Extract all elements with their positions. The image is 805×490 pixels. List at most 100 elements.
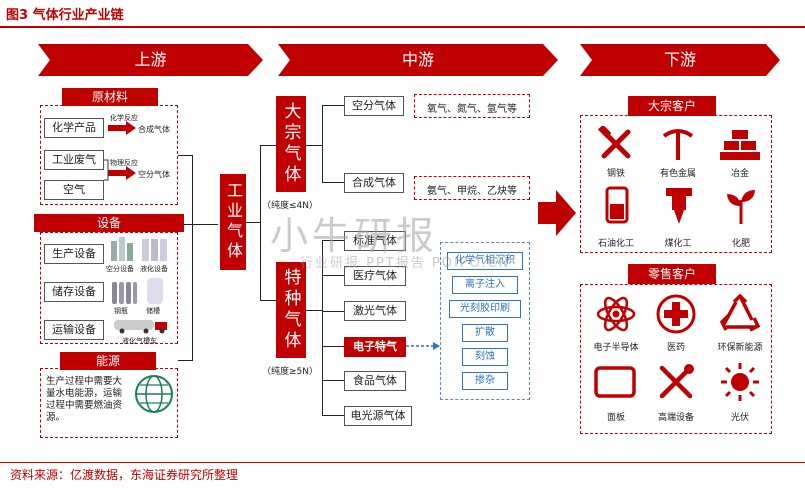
hammer-pick-icon: [598, 126, 631, 159]
beaker-icon: [605, 186, 629, 224]
use-photoresist: 光刻胶印刷: [449, 300, 521, 318]
gold-bars-icon: [720, 130, 760, 160]
connector: [260, 300, 276, 301]
connector: [184, 224, 218, 225]
storage-tank-icon: [147, 278, 163, 304]
special-item-standard: 标准气体: [344, 231, 406, 251]
use-cvd: 化学气相沉积: [447, 252, 523, 270]
equipment-header: 设备: [34, 214, 184, 232]
connector: [246, 222, 260, 223]
recycle-icon: [720, 294, 760, 332]
watermark-sub: 行业研报 PPT报告 POIPO.CN: [300, 256, 511, 271]
use-etching: 刻蚀: [462, 348, 508, 366]
figure-title: 图3 气体行业产业链: [6, 8, 124, 23]
connector: [322, 105, 323, 183]
industrial-gas-node: 工业气体: [220, 174, 246, 270]
watermark: 小牛研报: [270, 214, 439, 258]
raw-item-chemical: 化学产品: [44, 118, 104, 138]
connector: [322, 380, 344, 381]
client-nonferrous: 有色金属: [659, 169, 696, 179]
use-ion-implant: 离子注入: [452, 276, 518, 294]
special-item-food: 食品气体: [344, 371, 406, 391]
energy-frame: [40, 368, 178, 438]
client-metallurgy: 冶金: [730, 169, 749, 179]
plant-sprout-icon: [727, 190, 755, 224]
state-grid-logo-icon: [135, 375, 173, 413]
raw-item-air: 空气: [44, 180, 104, 200]
connector: [260, 145, 261, 301]
bulk-gas-node: 大宗气体: [276, 96, 306, 192]
connector: [322, 240, 344, 241]
use-diffusion: 扩散: [462, 324, 508, 342]
reaction-physical-result: 空分气体: [138, 170, 170, 179]
bulk-example-1: 氧气、氮气、氩气等: [427, 104, 517, 115]
client-photovoltaic: 光伏: [730, 413, 749, 423]
retail-clients-frame: [580, 284, 772, 434]
client-coal-chem: 煤化工: [664, 239, 692, 249]
tablet-panel-icon: [594, 366, 636, 398]
equip-item-transport: 运输设备: [44, 320, 104, 340]
retail-clients-header: 零售客户: [628, 264, 716, 284]
connector: [322, 240, 323, 416]
tanker-truck-icon: [114, 320, 167, 334]
bulk-item-air-separation: 空分气体: [344, 96, 404, 116]
client-steel: 钢铁: [606, 169, 625, 179]
banner-midstream-label: 中游: [401, 50, 434, 69]
banner-upstream: 上游: [38, 44, 263, 76]
special-item-laser: 激光气体: [344, 301, 406, 321]
raw-item-waste-gas: 工业废气: [44, 150, 104, 170]
connector: [322, 105, 344, 106]
liquefaction-unit-icon: [142, 239, 167, 261]
equip-caption-asu: 空分设备: [106, 265, 134, 273]
connector: [322, 182, 344, 183]
bulk-clients-header: 大宗客户: [628, 96, 716, 116]
reaction-chemical-result: 合成气体: [138, 125, 170, 134]
equip-caption-tank: 储槽: [146, 307, 160, 315]
connector: [306, 145, 322, 146]
banner-downstream: 下游: [580, 44, 780, 76]
connector: [178, 360, 192, 361]
equipment-frame: [40, 232, 178, 344]
client-petrochem: 石油化工: [597, 239, 634, 249]
use-doping: 掺杂: [462, 372, 508, 390]
bulk-example-frame-1: [414, 94, 530, 118]
dashed-arrow-icon: [406, 342, 440, 350]
raw-bracket: [104, 159, 109, 181]
bulk-example-2: 氨气、甲烷、乙炔等: [427, 186, 517, 197]
equip-caption-truck: 液化气槽车: [122, 337, 157, 345]
energy-text: 生产过程中需要大量水电能源，运输过程中需要燃油资源。: [46, 376, 123, 423]
drill-icon: [666, 188, 692, 224]
banner-downstream-label: 下游: [663, 50, 696, 69]
connector: [322, 311, 344, 312]
connector: [178, 155, 192, 156]
connector: [322, 275, 344, 276]
banner-midstream: 中游: [278, 44, 558, 76]
energy-header: 能源: [60, 352, 156, 370]
bulk-clients-frame: [580, 115, 772, 253]
special-gas-node: 特种气体: [276, 262, 306, 358]
pickaxe-icon: [662, 129, 694, 160]
client-semiconductor: 电子半导体: [593, 343, 639, 353]
gas-cylinder-icon: [112, 282, 137, 304]
sun-icon: [721, 363, 759, 401]
client-eco-energy: 环保新能源: [717, 343, 763, 353]
client-pharma: 医药: [666, 343, 685, 353]
big-red-arrow-icon: [538, 190, 576, 236]
medical-cross-icon: [656, 294, 696, 334]
equip-item-storage: 储存设备: [44, 282, 104, 302]
client-high-end-equipment: 高端设备: [657, 413, 694, 423]
electronic-uses-frame: [440, 242, 530, 400]
special-item-electronic: 电子特气: [344, 337, 406, 357]
bulk-item-synthesis: 合成气体: [344, 173, 404, 193]
red-arrow-icon: [108, 121, 136, 135]
connector: [322, 346, 344, 347]
bulk-example-frame-2: [414, 176, 530, 200]
client-panel: 面板: [606, 413, 625, 423]
reaction-chemical-label: 化学反应: [110, 114, 138, 122]
special-item-medical: 医疗气体: [344, 266, 406, 286]
client-fertilizer: 化肥: [731, 239, 750, 249]
atom-icon: [596, 296, 636, 332]
equip-caption-liquefaction: 液化设备: [140, 265, 168, 273]
equip-caption-cylinder: 钢瓶: [114, 307, 128, 315]
bottom-rule: [0, 462, 805, 463]
